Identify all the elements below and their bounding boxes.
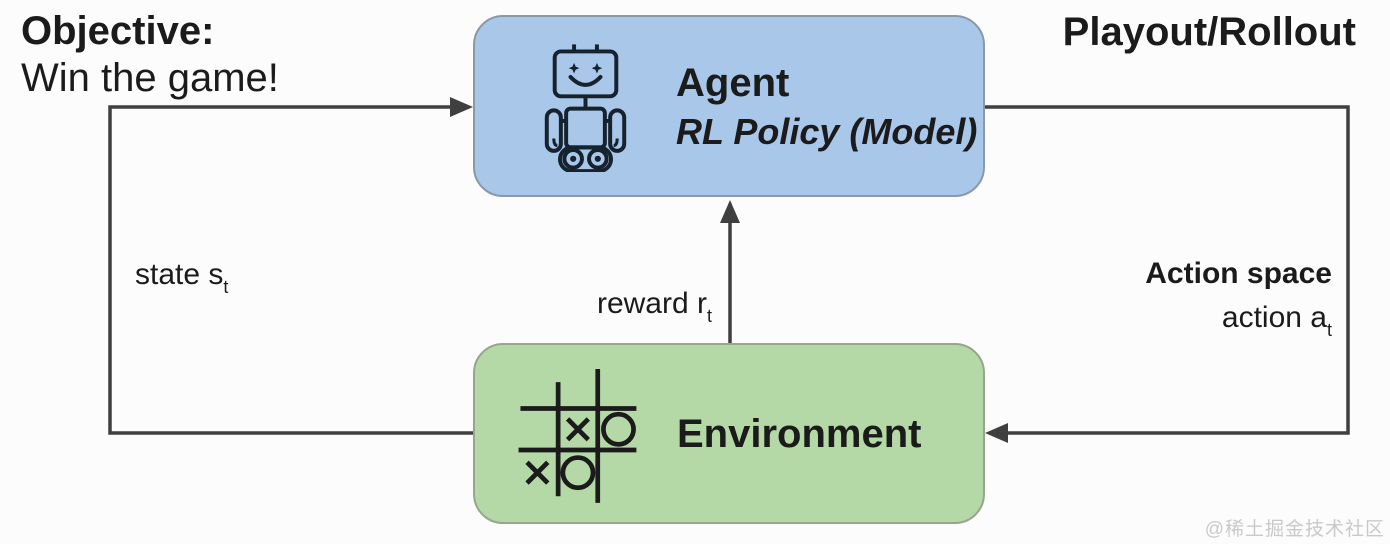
environment-title: Environment xyxy=(677,411,922,456)
action-space-label: Action space xyxy=(1145,257,1332,290)
agent-title: Agent xyxy=(676,60,790,105)
environment-node: Environment xyxy=(473,343,985,524)
robot-icon xyxy=(544,44,627,172)
agent-node-titles: Agent RL Policy (Model) xyxy=(676,57,977,156)
state-label-subscript: t xyxy=(223,277,229,297)
action-label-block: Action space action at xyxy=(1145,252,1332,343)
state-label-text: state s xyxy=(135,258,224,291)
objective-subtitle: Win the game! xyxy=(21,55,279,100)
action-label-subscript: t xyxy=(1326,319,1332,340)
playout-rollout-label: Playout/Rollout xyxy=(1062,10,1356,54)
state-arrowhead xyxy=(450,97,473,117)
tic-tac-toe-icon xyxy=(518,368,637,503)
objective-label: Objective: Win the game! xyxy=(21,8,279,102)
action-label-text: action a xyxy=(1221,300,1327,334)
state-label: state st xyxy=(135,258,228,298)
objective-title: Objective: xyxy=(21,9,215,53)
watermark: @稀土掘金技术社区 xyxy=(1204,519,1385,540)
reward-arrowhead xyxy=(720,200,740,223)
action-arrowhead xyxy=(985,423,1008,443)
reward-connector xyxy=(720,200,740,344)
state-connector xyxy=(108,97,473,435)
reward-label: reward rt xyxy=(597,287,712,327)
reward-label-subscript: t xyxy=(706,306,712,326)
action-label: action at xyxy=(1145,296,1332,343)
agent-subtitle: RL Policy (Model) xyxy=(676,110,978,152)
agent-node: Agent RL Policy (Model) xyxy=(473,15,985,197)
environment-node-titles: Environment xyxy=(677,408,921,460)
reward-label-text: reward r xyxy=(596,287,707,320)
action-connector xyxy=(985,105,1350,443)
